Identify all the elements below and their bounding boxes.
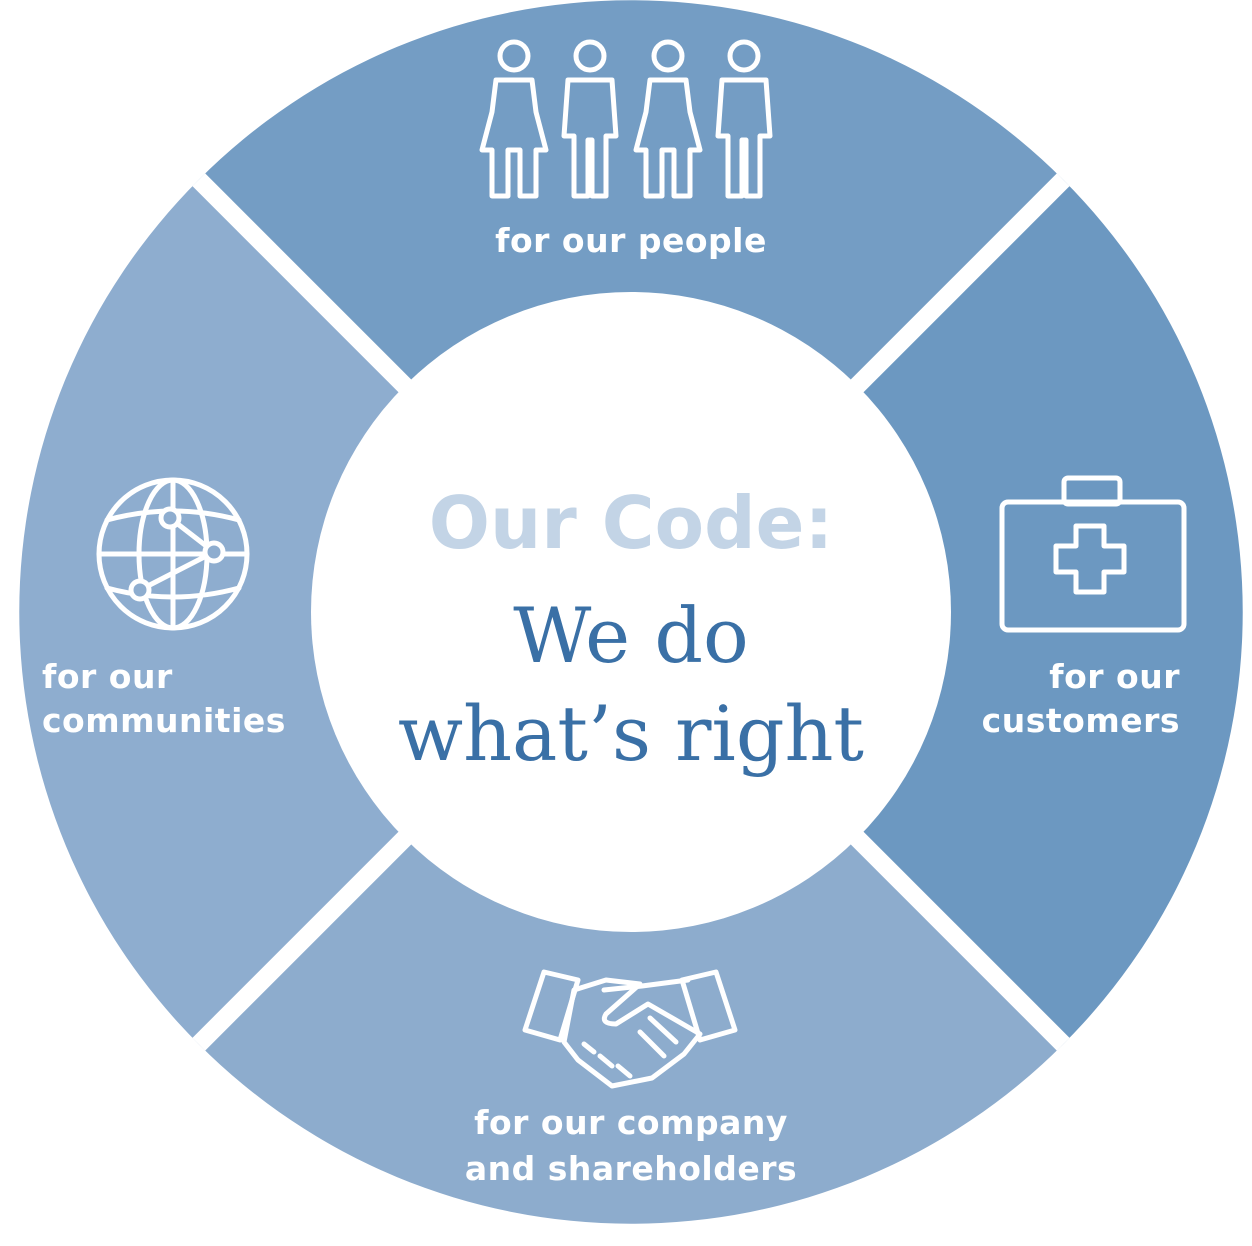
- people-label: for our people: [495, 221, 767, 260]
- globe-icon: [96, 477, 250, 631]
- segment-dividers: [192, 173, 1070, 1051]
- center-tagline-line1: We do: [513, 591, 748, 680]
- center-tagline-line2: what’s right: [398, 689, 864, 778]
- customers-label-line2: customers: [982, 701, 1180, 740]
- segment-people: [198, 0, 1064, 396]
- people-icon: [479, 39, 773, 199]
- customers-label-line1: for our: [1049, 657, 1180, 696]
- company-label-line1: for our company: [474, 1103, 788, 1142]
- segment-company-shareholders: [198, 828, 1064, 1224]
- communities-label-line1: for our: [42, 657, 173, 696]
- handshake-icon: [522, 969, 738, 1089]
- first-aid-kit-icon: [999, 475, 1187, 633]
- segment-customers: [847, 179, 1243, 1045]
- communities-label-line2: communities: [42, 701, 286, 740]
- center-heading: Our Code:: [429, 481, 834, 565]
- company-label-line2: and shareholders: [465, 1149, 797, 1188]
- center-circle: [311, 292, 951, 932]
